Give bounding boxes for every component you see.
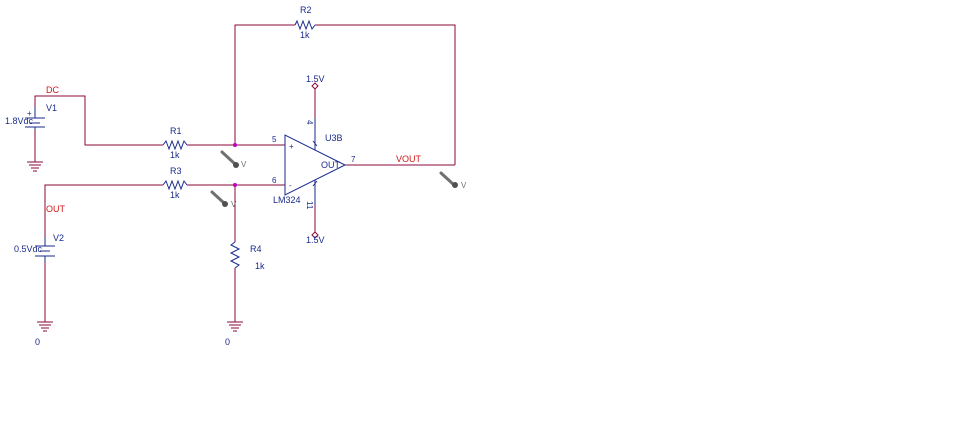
opamp-ref: U3B bbox=[325, 133, 343, 143]
net-label-vout: VOUT bbox=[396, 154, 422, 164]
ground-label: 0 bbox=[35, 337, 40, 347]
voltage-source-v2[interactable]: V2 0.5Vdc bbox=[14, 233, 64, 262]
r2-ref: R2 bbox=[300, 5, 312, 15]
voltage-probe-icon[interactable]: V bbox=[210, 190, 237, 209]
opamp-pin-minus: 6 bbox=[272, 176, 277, 185]
r3-ref: R3 bbox=[170, 166, 182, 176]
r2-value: 1k bbox=[300, 30, 310, 40]
r1-value: 1k bbox=[170, 150, 180, 160]
power-symbol-top: 1.5V bbox=[306, 74, 325, 90]
opamp-pin-vpos: 4 bbox=[305, 120, 314, 125]
power-symbol-bottom: 1.5V bbox=[306, 231, 325, 245]
voltage-source-v1[interactable]: V1 1.8Vdc + bbox=[5, 103, 57, 130]
v1-ref: V1 bbox=[46, 103, 57, 113]
opamp-part: LM324 bbox=[273, 195, 301, 205]
ground-label: 0 bbox=[225, 337, 230, 347]
ground-icon bbox=[27, 161, 43, 172]
r4-ref: R4 bbox=[250, 244, 262, 254]
v2-ref: V2 bbox=[53, 233, 64, 243]
voltage-probe-icon[interactable]: V bbox=[439, 171, 467, 190]
junction-dot bbox=[233, 143, 237, 147]
r1-ref: R1 bbox=[170, 126, 182, 136]
ground-icon bbox=[227, 321, 243, 332]
opamp-pin-vneg: 11 bbox=[305, 201, 314, 210]
resistor-r1[interactable]: R1 1k bbox=[162, 126, 188, 160]
resistor-r3[interactable]: R3 1k bbox=[162, 166, 188, 200]
power-top-label: 1.5V bbox=[306, 74, 325, 84]
wires bbox=[34, 24, 456, 322]
net-label-out: OUT bbox=[46, 204, 66, 214]
voltage-probe-icon[interactable]: V bbox=[220, 150, 247, 169]
probe-label: V bbox=[461, 181, 467, 190]
opamp-pin-plus: 5 bbox=[272, 135, 277, 144]
resistor-r4[interactable]: R4 1k bbox=[229, 241, 265, 271]
probe-label: V bbox=[231, 200, 237, 209]
net-label-dc: DC bbox=[46, 85, 59, 95]
junction-dot bbox=[233, 183, 237, 187]
opamp-plus-sign: + bbox=[289, 142, 294, 151]
ground-icon bbox=[37, 321, 53, 332]
probe-label: V bbox=[241, 160, 247, 169]
resistor-r2[interactable]: R2 1k bbox=[294, 5, 316, 40]
power-bottom-label: 1.5V bbox=[306, 235, 325, 245]
r3-value: 1k bbox=[170, 190, 180, 200]
v2-value: 0.5Vdc bbox=[14, 244, 43, 254]
r4-value: 1k bbox=[255, 261, 265, 271]
opamp-out-label: OUT bbox=[321, 160, 341, 170]
v1-value: 1.8Vdc bbox=[5, 116, 34, 126]
opamp-u3b[interactable]: + - 5 6 7 4 11 OUT U3B LM324 bbox=[272, 118, 356, 210]
opamp-minus-sign: - bbox=[289, 181, 292, 190]
v1-plus-sign: + bbox=[27, 109, 32, 118]
opamp-pin-out: 7 bbox=[351, 155, 356, 164]
